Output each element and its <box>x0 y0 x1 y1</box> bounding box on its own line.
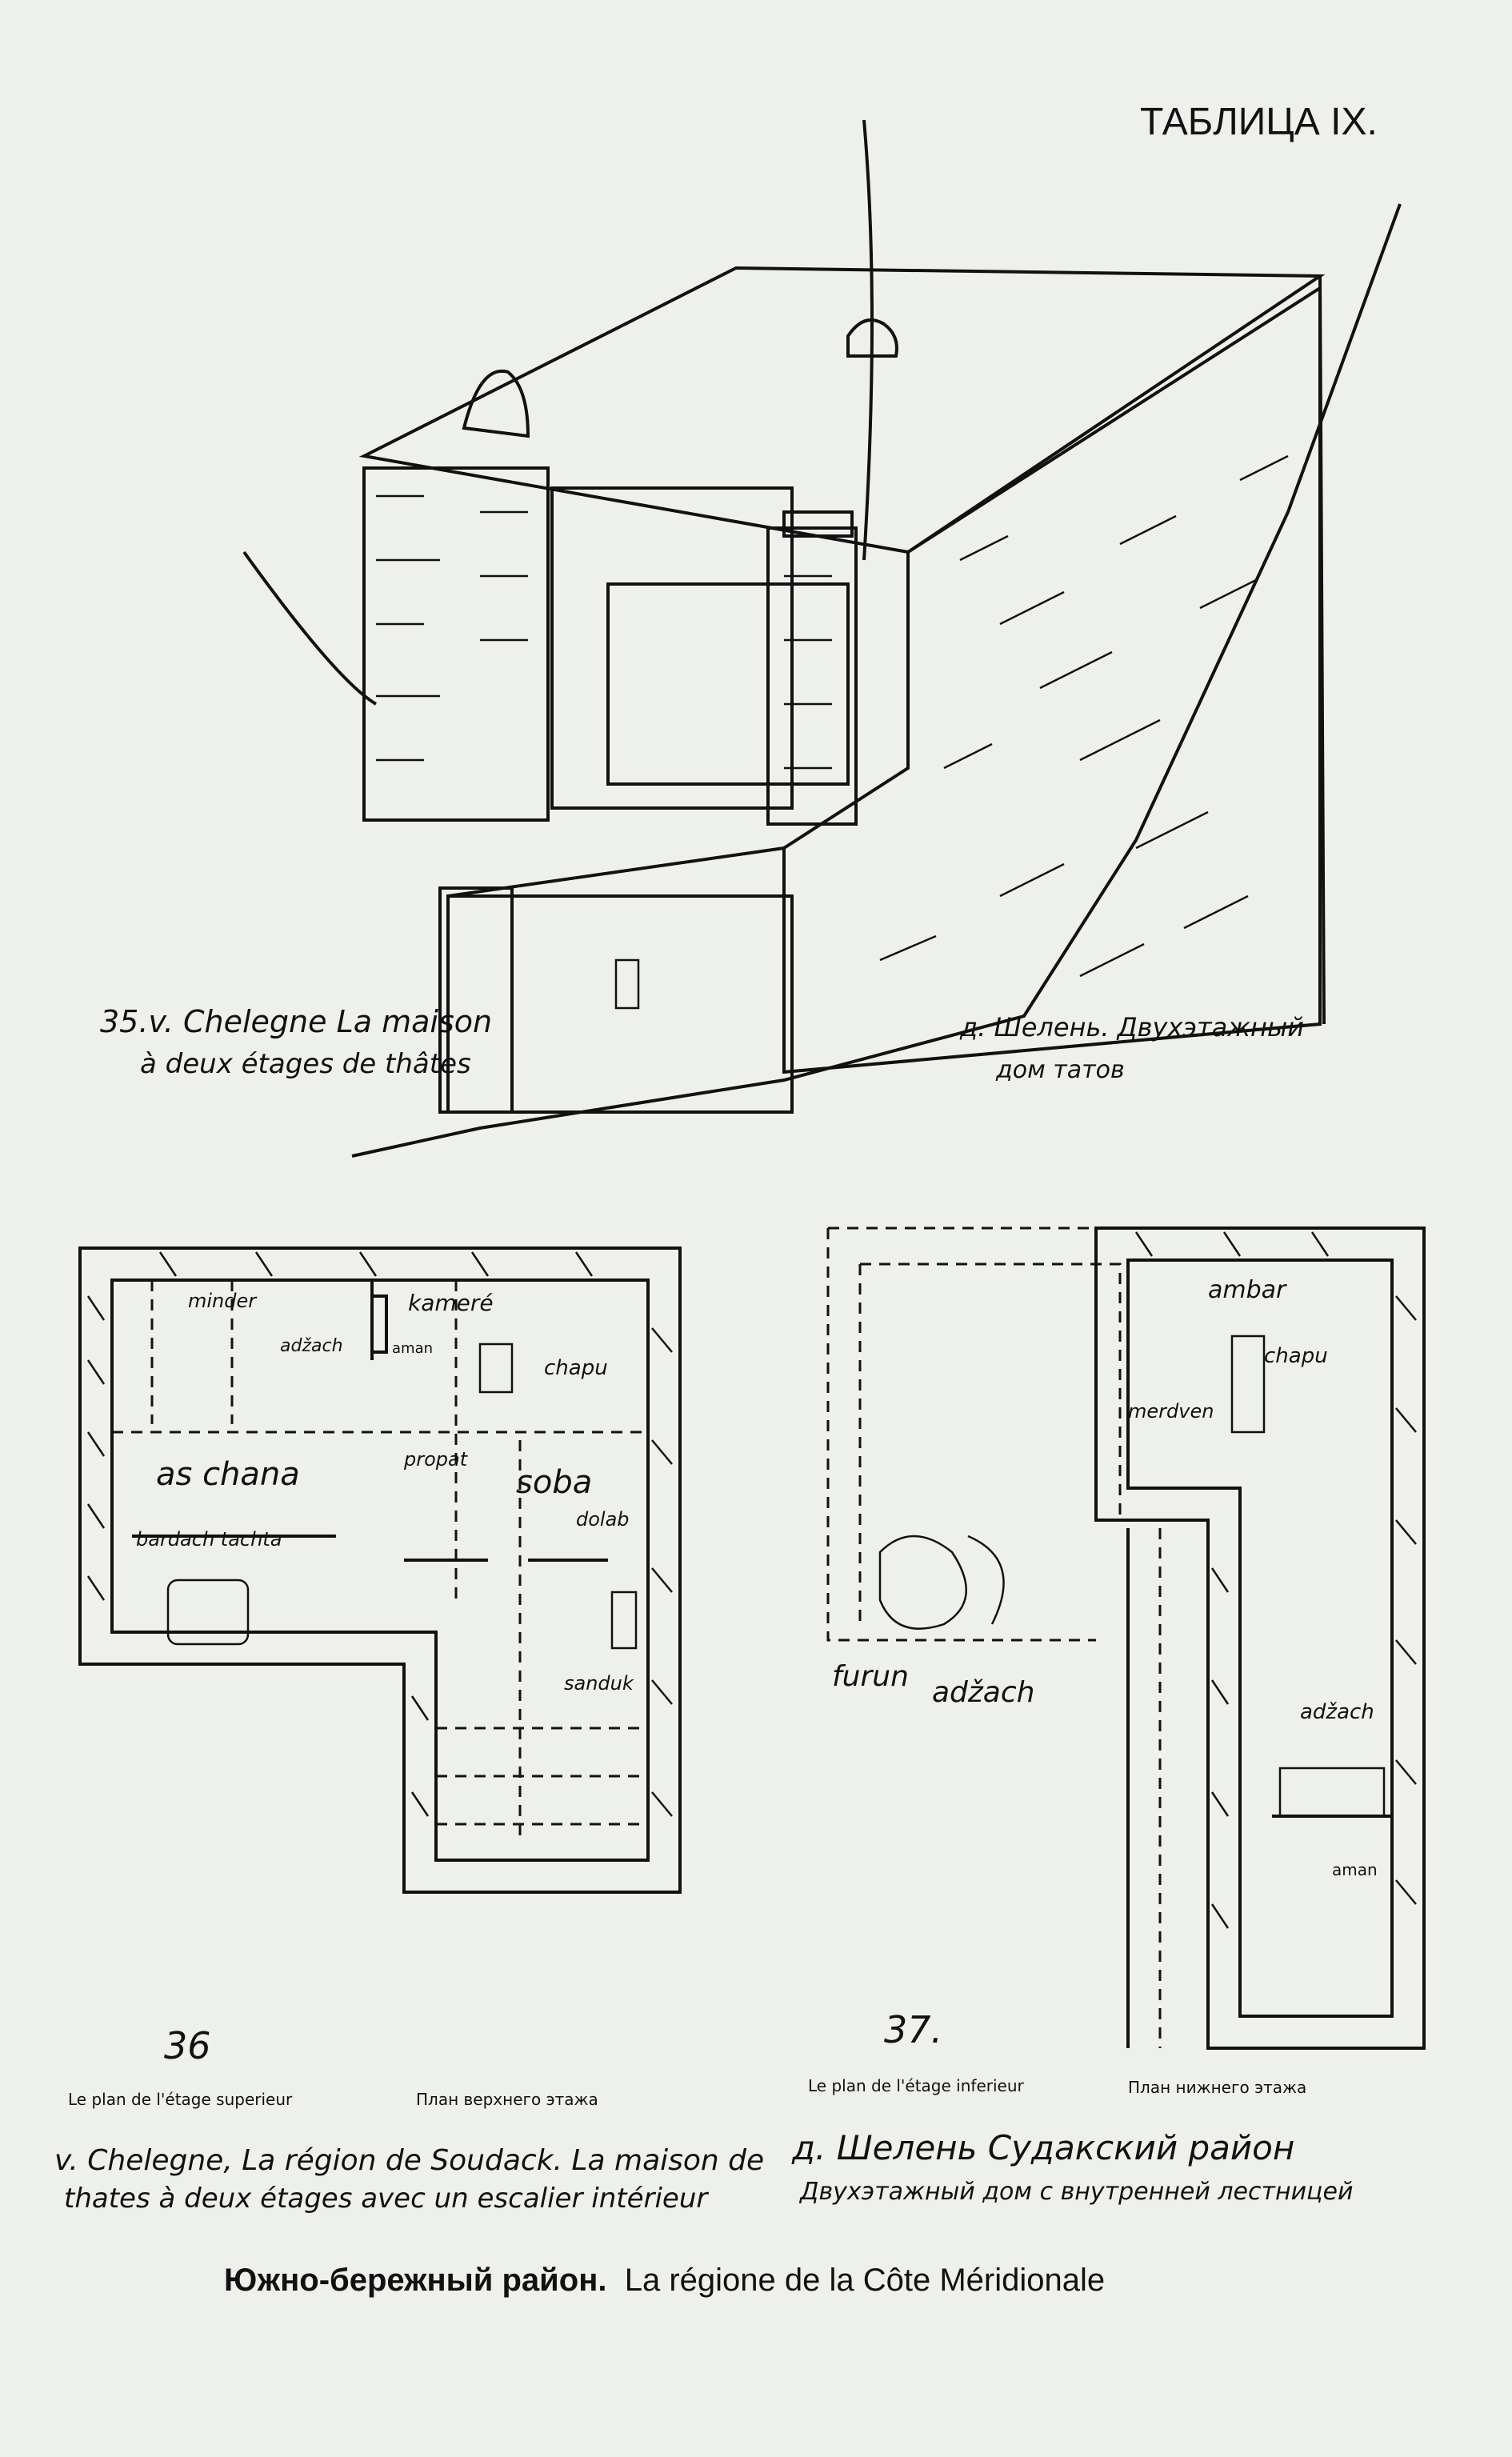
figure-37-number: 37. <box>884 2008 943 2051</box>
figure-35-caption-fr-line2: à deux étages de thâtes <box>140 1048 471 1080</box>
room-label-bardach-tachta: bardach tachta <box>136 1528 282 1551</box>
bottom-caption-ru-line2: Двухэтажный дом с внутренней лестницей <box>800 2178 1354 2206</box>
room-label-soba: soba <box>516 1464 593 1501</box>
room-label-adzach-right: adžach <box>1300 1700 1374 1724</box>
plan-37-label-fr: Le plan de l'étage inferieur <box>808 2076 1024 2095</box>
room-label-furun: furun <box>832 1660 909 1693</box>
plate-title: ТАБЛИЦА IX. <box>1140 101 1378 143</box>
figure-35-caption-fr: 35.v. Chelegne La maison <box>100 1004 492 1039</box>
figure-35-caption-ru-line1: д. Шелень. Двухэтажный <box>960 1012 1304 1042</box>
figure-35-caption-ru-line2: дом татов <box>996 1056 1125 1084</box>
footer-fr: La régione de la Côte Méridionale <box>624 2263 1106 2298</box>
footer-ru: Южно-бережный район. <box>224 2263 607 2298</box>
caption-fr-line1: v. Chelegne La maison <box>148 1004 493 1039</box>
room-label-as-chana: as chana <box>156 1456 300 1493</box>
room-label-aman: aman <box>392 1340 434 1357</box>
room-label-merdven: merdven <box>1128 1400 1214 1423</box>
bottom-caption-fr-line1: v. Chelegne, La région de Soudack. La ma… <box>54 2144 765 2177</box>
footer: Южно-бережный район. La régione de la Cô… <box>224 2263 1105 2299</box>
house-perspective-drawing <box>242 119 1402 1158</box>
figure-36-number: 36 <box>164 2024 211 2067</box>
plan-37-drawing <box>826 1226 1426 2050</box>
figure-35-number: 35. <box>100 1004 149 1039</box>
room-label-propat: propat <box>404 1448 468 1471</box>
plan-36-label-ru: План верхнего этажа <box>416 2090 598 2109</box>
room-label-adzach: adžach <box>280 1336 343 1356</box>
room-label-dolab: dolab <box>576 1508 630 1531</box>
room-label-aman-37: aman <box>1332 1860 1378 1879</box>
room-label-sanduk: sanduk <box>564 1672 634 1695</box>
room-label-minder: minder <box>188 1290 257 1312</box>
plan-36-drawing <box>78 1247 682 1894</box>
bottom-caption-ru-line1: д. Шелень Судакский район <box>792 2128 1295 2167</box>
room-label-chapu: chapu <box>544 1356 608 1380</box>
plan-37-label-ru: План нижнего этажа <box>1128 2078 1307 2097</box>
bottom-caption-fr-line2: thates à deux étages avec un escalier in… <box>64 2183 708 2215</box>
room-label-adzach-left: adžach <box>932 1676 1035 1709</box>
room-label-chapu-37: chapu <box>1264 1344 1328 1368</box>
room-label-ambar: ambar <box>1208 1276 1286 1304</box>
plan-36-label-fr: Le plan de l'étage superieur <box>68 2090 293 2109</box>
room-label-kamere: kameré <box>408 1290 494 1316</box>
